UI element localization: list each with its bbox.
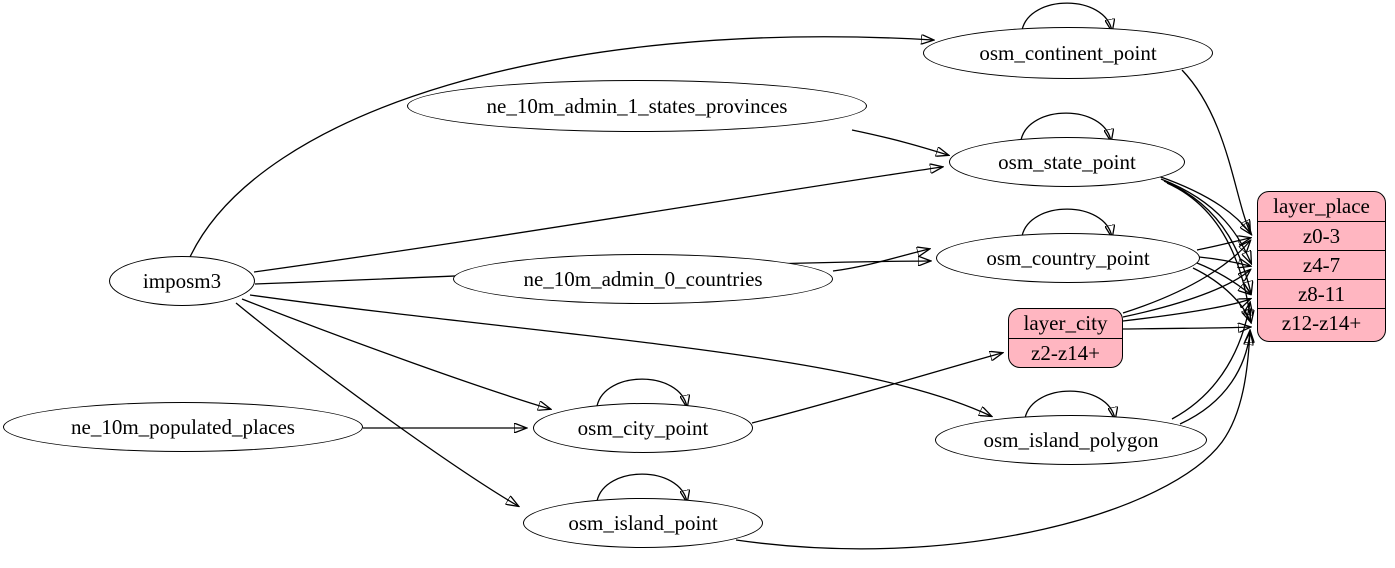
edge-osm_continent_point-layer_place-z0-3 xyxy=(1181,69,1250,232)
node-osm_state_point: osm_state_point xyxy=(949,137,1185,187)
node-osm_continent_point: osm_continent_point xyxy=(923,27,1213,79)
edge-imposm3-osm_island_polygon xyxy=(249,294,991,416)
edge-osm_city_point-layer_city-z2-z14 xyxy=(751,353,1002,424)
edge-osm_island_point-layer_place-z12-z14 xyxy=(735,331,1250,550)
node-layer_place-row-z4-7: z4-7 xyxy=(1258,250,1385,279)
node-layer_place: layer_place z0-3 z4-7 z8-11 z12-z14+ xyxy=(1257,191,1386,342)
node-osm_island_polygon: osm_island_polygon xyxy=(935,415,1207,465)
node-osm_city_point-label: osm_city_point xyxy=(577,415,709,440)
edge-osm_island_polygon-layer_place-z8-11 xyxy=(1171,303,1250,420)
edge-layer_city-layer_place-z12-z14 xyxy=(1122,327,1250,329)
node-osm_country_point-label: osm_country_point xyxy=(986,245,1150,270)
node-osm_country_point: osm_country_point xyxy=(936,233,1200,283)
node-imposm3: imposm3 xyxy=(109,256,255,306)
node-osm_continent_point-label: osm_continent_point xyxy=(979,40,1157,65)
edge-imposm3-osm_city_point xyxy=(241,298,550,409)
edge-osm_island_polygon-layer_place-z12-z14 xyxy=(1179,333,1250,425)
edge-osm_state_point-layer_place-z0-3 xyxy=(1157,175,1251,234)
node-layer_place-row-z12-z14: z12-z14+ xyxy=(1258,308,1385,338)
edge-osm_state_point-self-loop xyxy=(1020,112,1111,141)
node-layer_place-header: layer_place xyxy=(1273,194,1370,218)
edge-ne_10m_admin_0_countries-osm_country_point xyxy=(832,249,929,272)
node-layer_city: layer_city z2-z14+ xyxy=(1008,308,1123,368)
node-osm_state_point-label: osm_state_point xyxy=(998,149,1136,174)
edge-layer_city-layer_place-z8-11 xyxy=(1122,299,1250,322)
edge-ne_10m_admin_1_states_provinces-osm_state_point xyxy=(851,129,948,155)
edge-layer_city-layer_place-z0-3 xyxy=(1122,241,1250,314)
edge-imposm3-osm_state_point xyxy=(253,167,942,273)
node-layer_place-row-z8-11: z8-11 xyxy=(1258,279,1385,308)
node-imposm3-label: imposm3 xyxy=(142,268,222,293)
node-osm_city_point: osm_city_point xyxy=(533,403,753,453)
node-ne_10m_admin_1_states_provinces: ne_10m_admin_1_states_provinces xyxy=(407,80,867,132)
node-ne_10m_admin_1_states_provinces-label: ne_10m_admin_1_states_provinces xyxy=(486,93,788,118)
node-ne_10m_populated_places-label: ne_10m_populated_places xyxy=(71,414,295,439)
node-layer_city-header: layer_city xyxy=(1023,311,1108,335)
node-osm_island_point-label: osm_island_point xyxy=(568,510,718,535)
node-ne_10m_admin_0_countries-label: ne_10m_admin_0_countries xyxy=(523,266,763,291)
node-osm_island_polygon-label: osm_island_polygon xyxy=(983,427,1159,452)
node-layer_city-row-z2-z14: z2-z14+ xyxy=(1009,338,1122,367)
edge-osm_island_point-self-loop xyxy=(596,473,687,502)
edge-osm_city_point-self-loop xyxy=(596,378,687,407)
edge-imposm3-osm_island_point xyxy=(235,302,518,506)
edge-osm_state_point-layer_place-z4-7 xyxy=(1160,178,1251,263)
edge-layer_city-layer_place-z4-7 xyxy=(1122,270,1250,318)
node-layer_place-row-z0-3: z0-3 xyxy=(1258,221,1385,250)
edge-osm_country_point-layer_place-z0-3 xyxy=(1196,238,1250,251)
node-ne_10m_admin_0_countries: ne_10m_admin_0_countries xyxy=(453,254,833,304)
node-ne_10m_populated_places: ne_10m_populated_places xyxy=(3,402,363,452)
edge-osm_country_point-self-loop xyxy=(1021,208,1112,237)
edge-osm_island_polygon-self-loop xyxy=(1024,390,1115,419)
edge-osm_continent_point-self-loop xyxy=(1021,2,1112,31)
edge-imposm3-osm_continent_point xyxy=(189,37,933,258)
node-osm_island_point: osm_island_point xyxy=(523,498,763,548)
edge-osm_country_point-layer_place-z8-11 xyxy=(1196,262,1250,294)
